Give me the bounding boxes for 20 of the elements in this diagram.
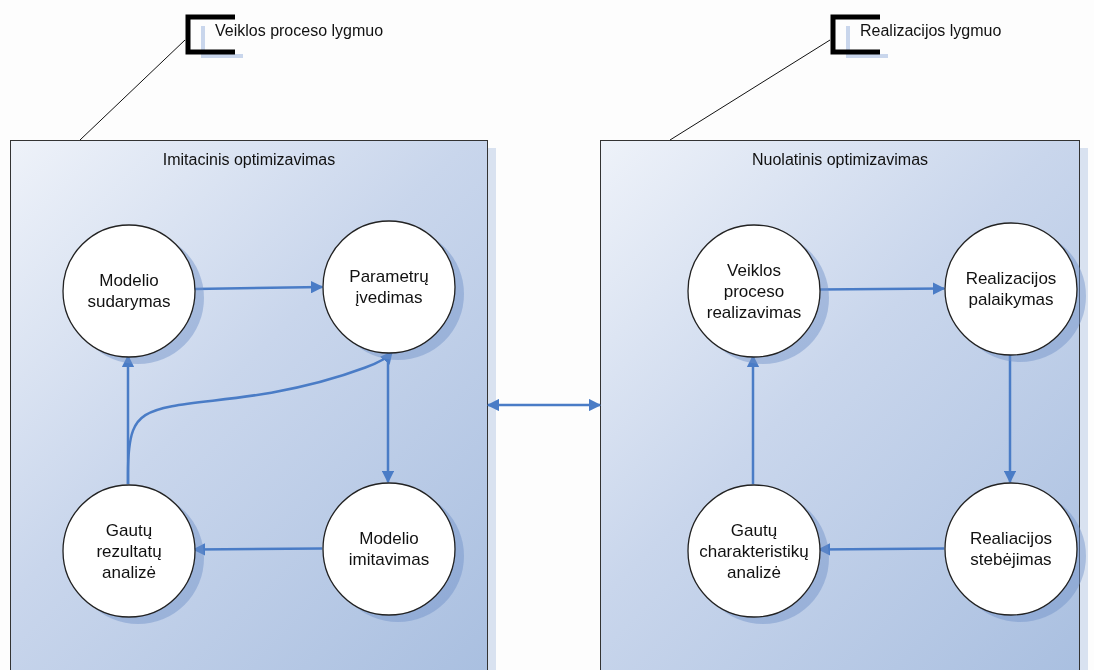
process-label: Parametrų įvedimas	[348, 266, 430, 308]
arrow	[126, 351, 393, 484]
leader-line	[669, 39, 831, 141]
process-label: Realiacijos stebėjimas	[968, 528, 1054, 570]
level-label: Realizacijos lygmuo	[860, 22, 1002, 40]
arrow	[1003, 354, 1017, 484]
panel-title: Imitacinis optimizavimas	[161, 151, 337, 169]
process-label: Modelio sudarymas	[86, 270, 172, 312]
process-label: Realizacijos palaikymas	[964, 268, 1058, 310]
panel-title: Nuolatinis optimizavimas	[750, 151, 930, 169]
group-panel	[10, 140, 488, 670]
arrow	[193, 280, 324, 294]
arrow	[819, 282, 946, 295]
leader-line	[79, 39, 186, 141]
level-label: Veiklos proceso lygmuo	[215, 22, 384, 40]
arrow	[486, 398, 602, 412]
process-label: Veiklos proceso realizavimas	[705, 259, 803, 323]
process-label: Gautų rezultatų analizė	[95, 519, 163, 583]
process-label: Gautų charakteristikų analizė	[698, 519, 810, 583]
process-label: Modelio imitavimas	[347, 528, 431, 570]
